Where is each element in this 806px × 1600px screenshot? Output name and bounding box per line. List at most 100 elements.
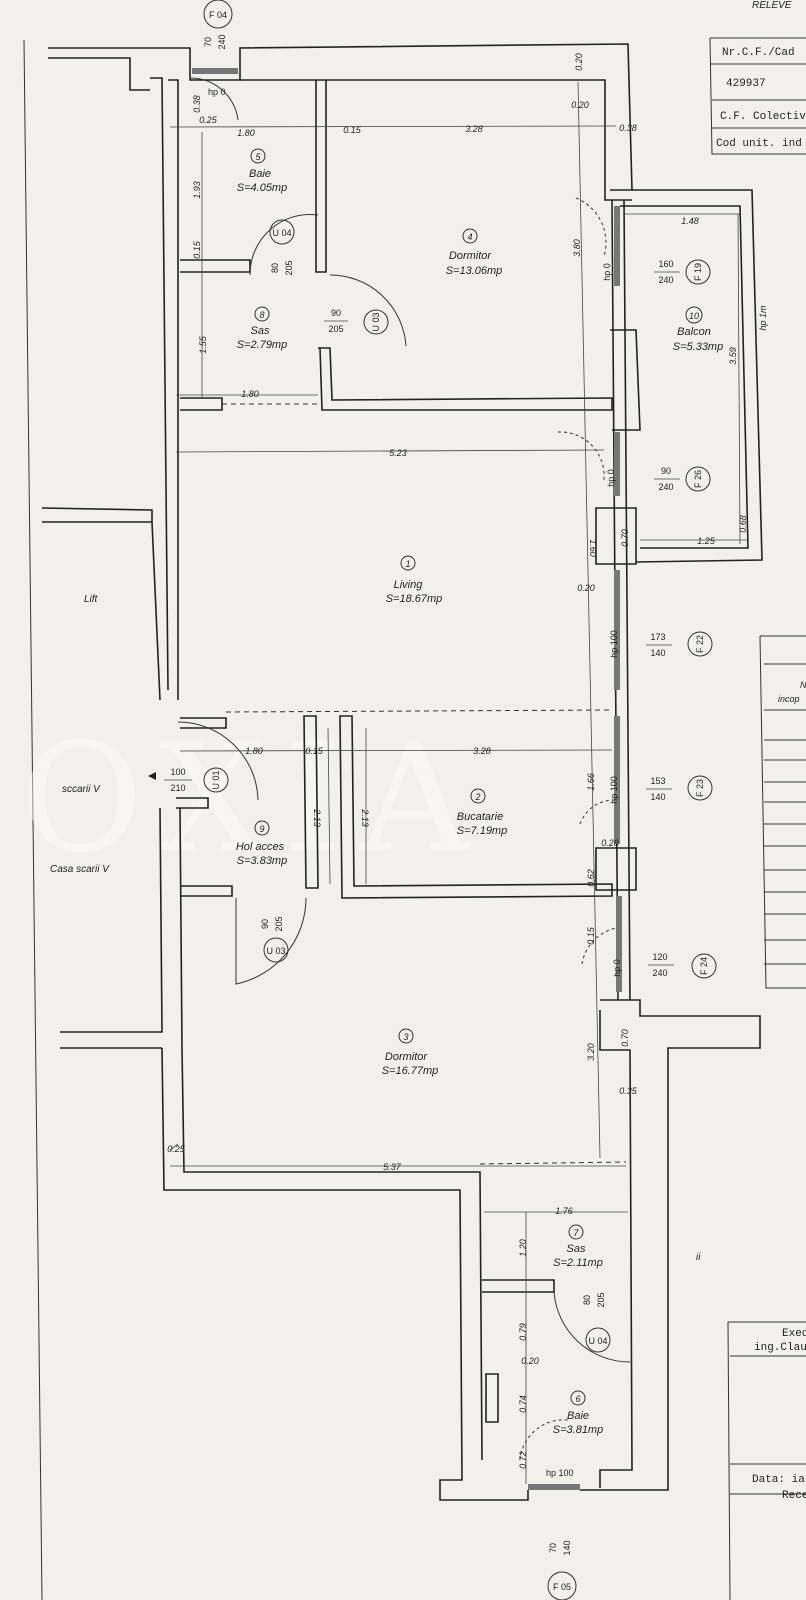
room-area: S=4.05mp (237, 182, 287, 194)
room-area: S=13.06mp (446, 265, 503, 277)
room-name: Bucatarie (457, 811, 503, 823)
room-area: S=5.33mp (673, 341, 723, 353)
room-name: Balcon (677, 326, 711, 338)
window-width: 120 (652, 952, 667, 962)
window-tag: F 23 (695, 779, 705, 797)
room-number: 7 (573, 1228, 579, 1238)
cad-row-3: C.F. Colectiv (720, 111, 806, 123)
dimension-label: 3.20 (586, 1043, 596, 1061)
room-name: Baie (249, 168, 271, 180)
window-tag-f26: 90 240 F 26 hp 0 (606, 466, 711, 492)
room-name: Sas (251, 325, 270, 337)
room-area: S=3.81mp (553, 1424, 603, 1436)
door-tag: U 04 (272, 228, 291, 238)
watermark: OXIA (20, 712, 487, 886)
dimension-label: 0.15 (586, 926, 596, 945)
window-tag: F 04 (209, 10, 227, 20)
dimension-label: 3.59 (728, 347, 738, 365)
window-height: 140 (650, 792, 665, 802)
room-name: Dormitor (385, 1051, 429, 1063)
window-hp: hp 0 (606, 469, 616, 487)
room-label-1: 1 Living S=18.67mp (386, 555, 443, 605)
title-exec: Exec (782, 1328, 806, 1340)
dimension-label: 1.76 (555, 1206, 573, 1216)
window-tag-f05: F 05 70 140 hp 100 (546, 1468, 577, 1600)
dimension-label: 3.28 (465, 124, 483, 134)
room-label-5: 5 Baie S=4.05mp (237, 148, 287, 194)
dimension-label: 1.20 (518, 1239, 528, 1257)
room-label-2: 2 Bucatarie S=7.19mp (457, 788, 507, 837)
window-hp: hp 0 (602, 263, 612, 281)
window-tag-f24: 120 240 F 24 hp 0 (612, 952, 717, 979)
room-number: 6 (575, 1394, 580, 1404)
door-tag: U 01 (211, 770, 221, 789)
window-height: 140 (650, 648, 665, 658)
room-area: S=18.67mp (386, 593, 443, 605)
door-tag: U 03 (266, 946, 285, 956)
room-name: Living (394, 579, 424, 591)
room-area: S=16.77mp (382, 1065, 439, 1077)
door-tag-u04-bottom: 80 205 U 04 (582, 1292, 611, 1353)
room-label-8: 8 Sas S=2.79mp (237, 306, 287, 351)
window-hp: hp 100 (609, 776, 619, 804)
window-hp: hp 0 (208, 87, 226, 97)
room-label-9: 9 Hol acces S=3.83mp (236, 820, 287, 867)
door-height: 205 (328, 324, 343, 334)
dimension-texts: 1.80 0.15 3.28 0.38 0.38 0.25 0.20 0.20 … (167, 53, 768, 1469)
window-height: 140 (562, 1540, 572, 1555)
dimension-label: 1.25 (697, 536, 716, 546)
room-number: 4 (467, 232, 472, 242)
dimension-label: 3.28 (473, 746, 491, 756)
dimension-label: 2.13 (360, 808, 370, 827)
room-number: 5 (255, 152, 261, 162)
room-label-10: 10 Balcon S=5.33mp (673, 306, 723, 353)
dimension-label: 1.55 (198, 335, 208, 354)
window-tag-f19: 160 240 F 19 hp 0 (602, 259, 711, 285)
dimension-label: 0.25 (199, 115, 218, 125)
room-number: 9 (259, 824, 264, 834)
dimension-label: 3.80 (572, 239, 582, 257)
window-height: 240 (217, 34, 227, 49)
dimension-label: 0.70 (620, 1029, 630, 1047)
room-number: 3 (403, 1032, 408, 1042)
dimension-label: 0.15 (305, 746, 324, 756)
window-width: 173 (650, 632, 665, 642)
dimension-label: 1.80 (245, 746, 263, 756)
door-width: 100 (170, 767, 185, 777)
dimension-label: 0.35 (619, 1086, 638, 1096)
dimension-label: 0.70 (620, 529, 630, 547)
cad-row-4: Cod unit. ind (716, 138, 802, 150)
dimension-label: 0.20 (521, 1356, 539, 1366)
window-tag: F 26 (693, 470, 703, 488)
dimension-label: 1.93 (192, 181, 202, 199)
dimension-label: 0.20 (574, 53, 584, 71)
room-area: S=7.19mp (457, 825, 507, 837)
window-hp: hp 100 (546, 1468, 574, 1478)
right-table: N incop (759, 635, 806, 989)
dimension-label: hp 1m (758, 305, 768, 331)
title-eng: ing.Clau (754, 1342, 806, 1354)
window-tag-f23: 153 140 F 23 hp 100 (609, 775, 713, 804)
room-number: 2 (474, 792, 480, 802)
dimension-label: 0.28 (601, 838, 619, 848)
dimension-label: 0.79 (518, 1323, 528, 1341)
dimension-label: 0.62 (586, 869, 596, 887)
dimension-label: 1.60 (588, 539, 598, 557)
dimension-label: 0.38 (619, 123, 637, 133)
window-height: 240 (658, 275, 673, 285)
title-date: Data: ia (752, 1474, 805, 1486)
cad-row-2: 429937 (726, 78, 766, 90)
dimension-label: 0.15 (343, 125, 362, 135)
door-width: 80 (270, 263, 280, 273)
dimension-lines (169, 81, 748, 1484)
dimension-label: 1.80 (237, 128, 255, 138)
door-tag-u03-bottom: 90 205 U 03 (260, 916, 289, 963)
room-area: S=2.11mp (553, 1257, 603, 1269)
door-height: 205 (596, 1292, 606, 1307)
dimension-label: 1.66 (586, 773, 596, 791)
cadastral-box: Nr.C.F./Cad 429937 C.F. Colectiv Cod uni… (709, 37, 806, 155)
window-tag-f22: 173 140 F 22 hp 100 (609, 630, 713, 658)
dimension-label: 5.23 (389, 448, 407, 458)
window-width: 90 (661, 466, 671, 476)
door-swings (177, 77, 631, 1461)
